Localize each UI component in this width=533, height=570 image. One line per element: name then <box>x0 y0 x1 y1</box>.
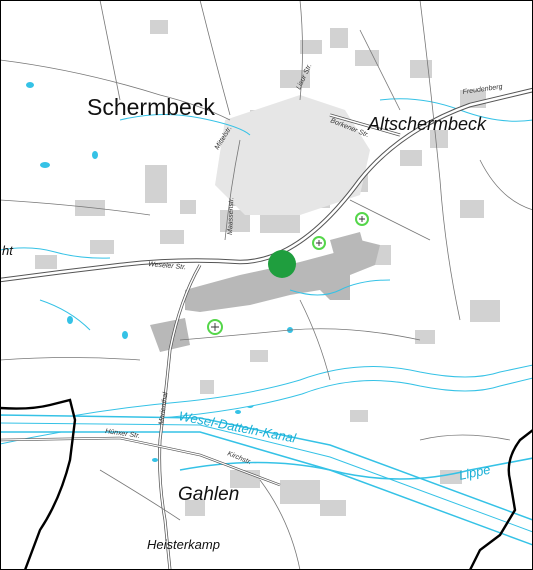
place-label-altschermbeck: Altschermbeck <box>367 114 487 134</box>
canal-centerline <box>0 422 533 533</box>
municipal-boundary <box>0 398 533 570</box>
secondary-marker-1[interactable] <box>355 212 369 226</box>
industrial-area-small <box>150 318 190 352</box>
place-label-gahlen: Gahlen <box>178 484 239 505</box>
place-label-schermbeck: Schermbeck <box>87 94 215 120</box>
secondary-marker-3[interactable] <box>207 319 223 335</box>
road-label-maassenstr: Maassenstr. <box>227 197 235 235</box>
lippe-river <box>179 457 533 480</box>
secondary-marker-2[interactable] <box>312 236 326 250</box>
road-label-marienthal: Marienthal <box>158 391 170 425</box>
schermbeck-town-area <box>215 95 370 215</box>
main-site-marker[interactable] <box>268 250 296 278</box>
main-roads <box>0 87 533 570</box>
place-label-left-fragment: ht <box>2 243 14 258</box>
water-label-lippe: Lippe <box>458 462 492 483</box>
place-label-heisterkamp: Heisterkamp <box>147 537 220 552</box>
lippe-floodplain <box>0 364 533 445</box>
road-label-hunxer-str: Hünxer Str. <box>105 428 141 440</box>
industrial-area-north <box>330 232 365 258</box>
road-label-weseler-str: Weseler Str. <box>148 261 187 271</box>
